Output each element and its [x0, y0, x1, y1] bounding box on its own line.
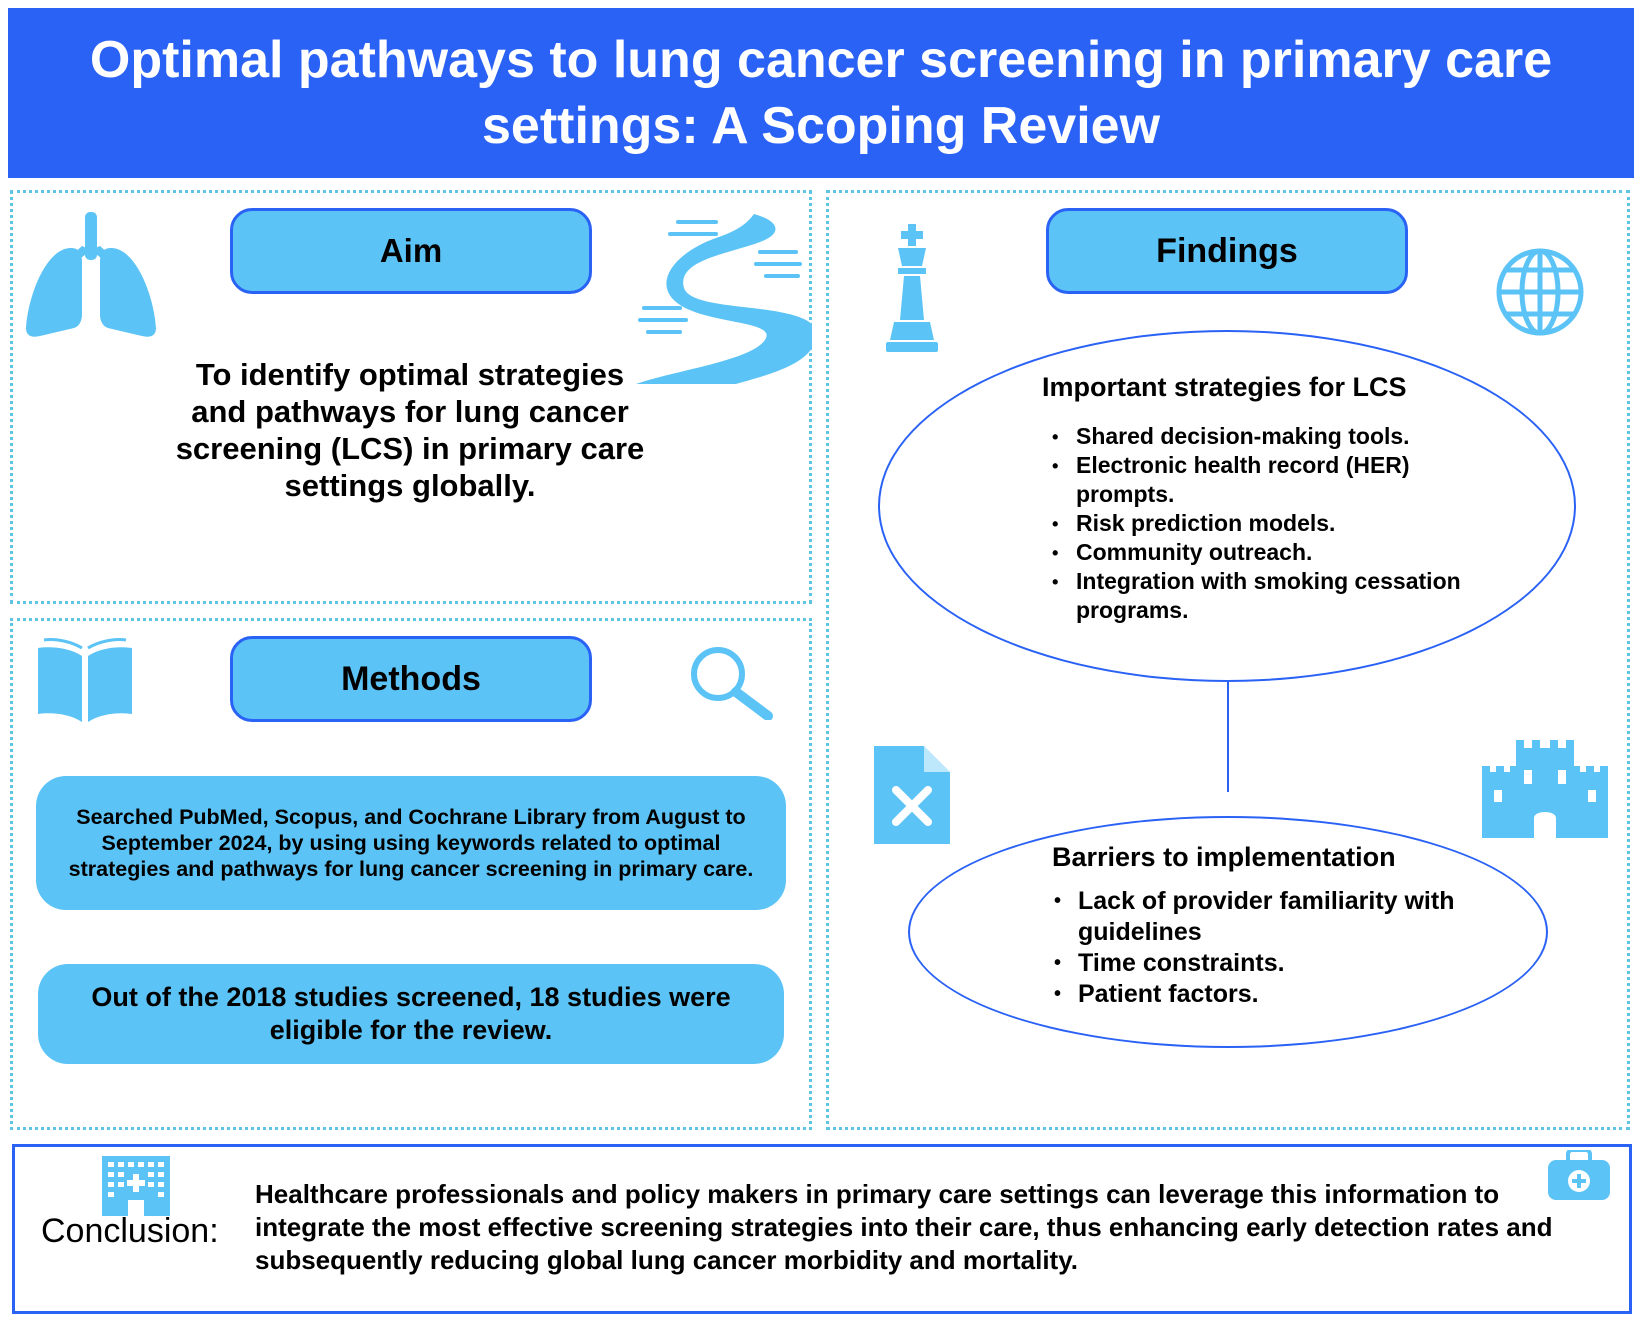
list-item: Shared decision-making tools.	[1052, 422, 1492, 451]
methods-heading: Methods	[230, 636, 592, 722]
conclusion-text: Healthcare professionals and policy make…	[255, 1179, 1553, 1275]
strategies-list: Shared decision-making tools. Electronic…	[1052, 422, 1492, 625]
barriers-ellipse	[908, 816, 1548, 1048]
barriers-title: Barriers to implementation	[1052, 842, 1396, 872]
aim-heading: Aim	[230, 208, 592, 294]
book-icon	[36, 636, 134, 724]
methods-result-box: Out of the 2018 studies screened, 18 stu…	[38, 964, 784, 1064]
document-x-icon	[874, 746, 950, 844]
magnifier-icon	[688, 644, 774, 720]
globe-icon	[1494, 246, 1586, 338]
road-icon	[636, 212, 812, 384]
page-title: Optimal pathways to lung cancer screenin…	[89, 31, 1553, 155]
list-item: Electronic health record (HER) prompts.	[1052, 451, 1492, 509]
methods-result-text: Out of the 2018 studies screened, 18 stu…	[91, 982, 731, 1045]
list-item: Integration with smoking cessation progr…	[1052, 567, 1492, 625]
medical-kit-icon	[1546, 1150, 1612, 1202]
strategies-ellipse	[878, 330, 1576, 682]
hospital-icon	[98, 1156, 174, 1216]
findings-heading: Findings	[1046, 208, 1408, 294]
methods-search-text: Searched PubMed, Scopus, and Cochrane Li…	[68, 805, 754, 881]
list-item: Time constraints.	[1054, 948, 1464, 979]
list-item: Lack of provider familiarity with guidel…	[1054, 886, 1464, 948]
connector-line	[1227, 682, 1229, 792]
list-item: Patient factors.	[1054, 979, 1464, 1010]
methods-search-box: Searched PubMed, Scopus, and Cochrane Li…	[36, 776, 786, 910]
list-item: Risk prediction models.	[1052, 509, 1492, 538]
header-banner: Optimal pathways to lung cancer screenin…	[8, 8, 1634, 178]
aim-panel	[10, 190, 812, 604]
list-item: Community outreach.	[1052, 538, 1492, 567]
conclusion-label: Conclusion:	[41, 1212, 219, 1250]
barriers-list: Lack of provider familiarity with guidel…	[1054, 886, 1464, 1010]
lungs-icon	[24, 210, 158, 340]
methods-panel	[10, 618, 812, 1130]
aim-text: To identify optimal strategies and pathw…	[175, 357, 645, 503]
chess-king-icon	[884, 224, 940, 354]
strategies-title: Important strategies for LCS	[1042, 372, 1407, 402]
castle-icon	[1482, 740, 1608, 838]
findings-panel	[826, 190, 1630, 1130]
conclusion-box	[12, 1144, 1632, 1314]
